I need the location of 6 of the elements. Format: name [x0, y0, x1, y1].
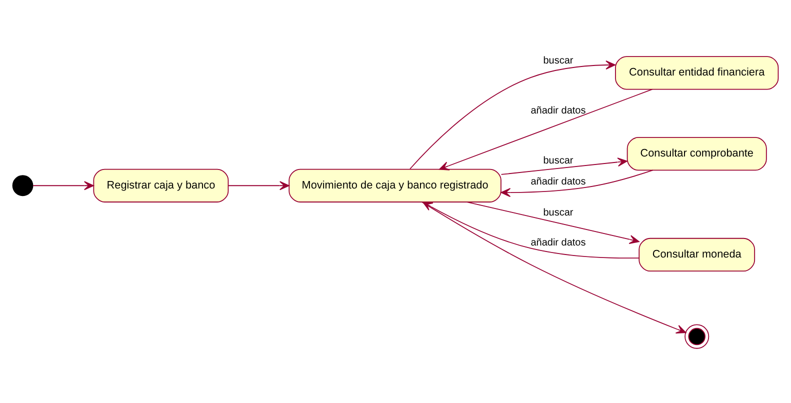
edge-label: añadir datos	[530, 176, 586, 188]
edge-label: añadir datos	[530, 105, 586, 116]
edge-label: añadir datos	[530, 236, 586, 248]
edge-label: buscar	[543, 206, 574, 218]
edge-label: buscar	[543, 155, 574, 166]
edge-label: buscar	[543, 55, 574, 66]
